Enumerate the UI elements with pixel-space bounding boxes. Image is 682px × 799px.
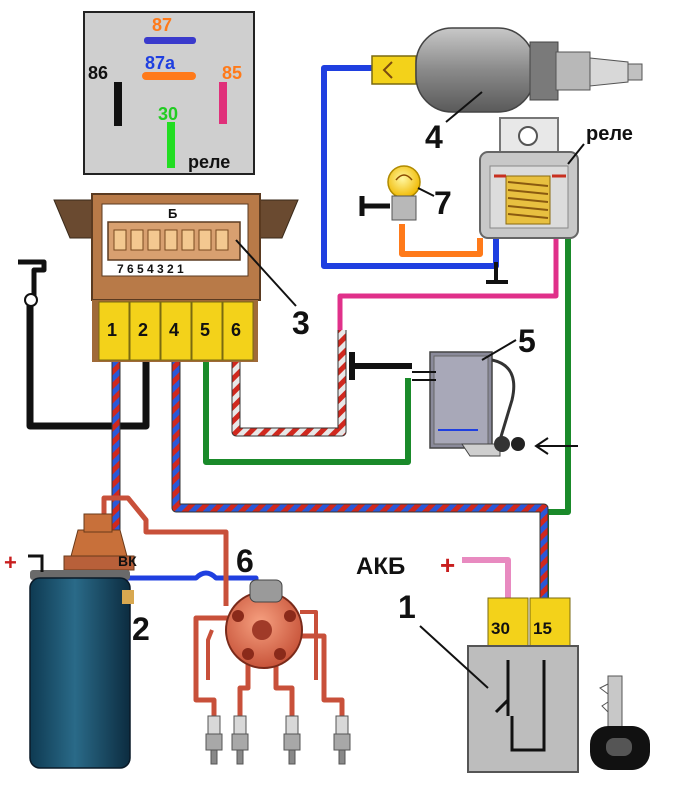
ignition-callout: 1 — [398, 589, 416, 625]
coil-plus: + — [4, 550, 17, 575]
battery-pink-wire — [462, 557, 511, 600]
black-ground-wire — [26, 300, 150, 430]
pin-86-bar — [114, 82, 122, 126]
hv-lead-plug-1 — [193, 615, 238, 720]
connector-letter: Б — [168, 206, 177, 221]
pin-85-label: 85 — [222, 63, 242, 83]
blue-starter-wire — [321, 65, 499, 269]
blue-coil-distributor-wire — [120, 570, 259, 598]
connector-pin-1: 1 — [107, 320, 117, 340]
hv-lead-main — [101, 495, 229, 606]
connector-pin-6: 6 — [231, 320, 241, 340]
pin-85-bar — [219, 82, 227, 124]
neutral-switch — [349, 351, 578, 457]
relay-ground-icon — [486, 262, 508, 284]
ignition-term-30: 30 — [491, 619, 510, 638]
spark-plugs — [205, 715, 351, 765]
indicator-lamp — [359, 165, 421, 221]
orange-lamp-wire — [399, 224, 483, 257]
ignition-switch — [467, 597, 579, 773]
relay-pinout-inset: 87 87a 86 85 30 реле — [83, 11, 255, 175]
hv-lead-plug-4 — [292, 633, 345, 720]
connector-top-pins: 7 6 5 4 3 2 1 — [117, 262, 184, 276]
wires — [18, 65, 571, 720]
ignition-term-15: 15 — [533, 619, 552, 638]
pin-87-label: 87 — [152, 15, 172, 35]
switch-callout: 5 — [518, 323, 536, 359]
key-icon — [590, 675, 650, 770]
red-blue-wire — [172, 360, 548, 600]
relay-caption: реле — [586, 123, 633, 145]
pin-87-bar — [144, 37, 196, 44]
connector-block — [53, 193, 299, 362]
ground-symbol-left — [18, 259, 47, 300]
switch-ground-icon — [349, 352, 412, 380]
starter-callout: 4 — [425, 119, 443, 155]
hv-lead-plug-2 — [237, 660, 251, 720]
pink-relay-wire — [337, 238, 559, 330]
battery-plus: + — [440, 550, 455, 580]
relay-module — [479, 117, 579, 239]
pin-87a-label: 87a — [145, 53, 176, 73]
pin-30-bar — [167, 122, 175, 168]
ignition-coil — [28, 513, 135, 769]
pin-30-label: 30 — [158, 104, 178, 124]
lamp-callout: 7 — [434, 185, 452, 221]
distributor-callout: 6 — [236, 543, 254, 579]
connector-pin-5: 5 — [200, 320, 210, 340]
green-switch-wire — [203, 360, 411, 465]
coil-callout: 2 — [132, 611, 150, 647]
ground-lug-left — [24, 293, 38, 307]
connector-pin-2: 2 — [138, 320, 148, 340]
pin-87a-bar — [142, 72, 196, 80]
battery-label: АКБ — [356, 553, 405, 580]
red-white-wire — [232, 330, 346, 436]
connector-pin-4: 4 — [169, 320, 179, 340]
hv-lead-plug-3 — [273, 660, 295, 720]
coil-terminal-label: ВК — [118, 553, 137, 569]
starter-solenoid — [371, 27, 643, 113]
connector-callout: 3 — [292, 305, 310, 341]
pin-86-label: 86 — [88, 63, 108, 83]
inset-caption: реле — [188, 152, 230, 172]
distributor — [225, 579, 303, 669]
